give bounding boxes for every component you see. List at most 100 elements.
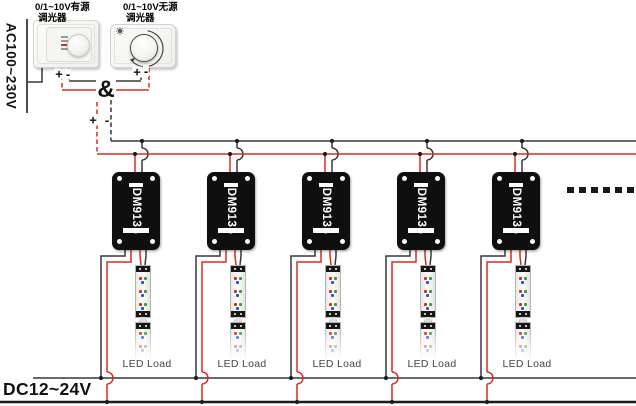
screw: [402, 176, 407, 181]
rgb-led: [424, 277, 432, 285]
led-load-label: LED Load: [312, 358, 362, 370]
module-positive-wires: [106, 154, 522, 402]
dial-scale-graphics: [116, 27, 164, 68]
screw: [530, 239, 535, 244]
rgb-led: [329, 277, 337, 285]
screw: [435, 239, 440, 244]
strip-connector: [231, 311, 245, 317]
screw: [307, 176, 312, 181]
strip-connector: [136, 266, 150, 272]
led-strip-segment: [230, 265, 246, 318]
passive-dimmer-faceplate: [114, 28, 172, 64]
screw: [245, 176, 250, 181]
led-strip-segment-fading: [135, 322, 151, 362]
strip-connector: [136, 311, 150, 317]
passive-dimmer-minus: -: [142, 63, 150, 79]
led-strip-segment: [135, 265, 151, 318]
rgb-led: [519, 277, 527, 285]
driver-module: DM9135: [112, 172, 160, 250]
led-load-label: LED Load: [122, 358, 172, 370]
scale-tick: [61, 48, 68, 50]
scale-tick: [61, 36, 68, 38]
module-top-bar: [319, 183, 333, 187]
strip-connector: [231, 266, 245, 272]
led-strip-segment-fading: [325, 322, 341, 362]
ac-voltage-label: AC100~230V: [3, 22, 19, 110]
passive-dimmer-plus: +: [132, 64, 142, 80]
screw: [150, 176, 155, 181]
screw: [212, 176, 217, 181]
strip-connector: [326, 311, 340, 317]
passive-dimmer-title-line1: 0/1~10V无源: [123, 2, 178, 13]
passive-dimmer-title: 0/1~10V无源 调光器: [123, 2, 178, 24]
rgb-led: [139, 303, 147, 311]
dimmer-knob: [130, 34, 158, 62]
parallel-join-symbol: &: [97, 76, 115, 103]
driver-module: DM9135: [492, 172, 540, 250]
strip-connector: [326, 323, 340, 329]
continuation-ellipsis: [567, 187, 634, 193]
screw: [340, 239, 345, 244]
module-top-bar: [509, 183, 523, 187]
strip-connector: [421, 266, 435, 272]
rgb-led: [329, 345, 337, 353]
rgb-led: [519, 345, 527, 353]
module-bottom-bar: [408, 228, 434, 233]
rgb-led: [424, 345, 432, 353]
screw: [530, 176, 535, 181]
rgb-led: [234, 277, 242, 285]
rgb-led: [424, 303, 432, 311]
rotation-arrow: [130, 57, 135, 63]
rgb-led: [139, 277, 147, 285]
strip-connector: [326, 266, 340, 272]
sun-icon: [116, 27, 124, 35]
rgb-led: [139, 332, 147, 340]
strip-connector: [136, 323, 150, 329]
scale-tick-red: [61, 44, 68, 46]
dc-voltage-label: DC12~24V: [3, 379, 92, 399]
passive-dimmer: [110, 24, 176, 68]
screw: [402, 239, 407, 244]
rgb-led: [234, 332, 242, 340]
active-dimmer-title-line1: 0/1~10V有源: [35, 2, 90, 13]
passive-dimmer-title-line2: 调光器: [126, 13, 155, 24]
module-bottom-bar: [313, 228, 339, 233]
active-dimmer-ac-tap: [27, 66, 43, 83]
led-strip-segment-fading: [230, 322, 246, 362]
module-top-bar: [414, 183, 428, 187]
active-dimmer-faceplate: [37, 24, 95, 64]
screw: [307, 239, 312, 244]
screw: [435, 176, 440, 181]
screw: [117, 239, 122, 244]
rgb-led: [234, 345, 242, 353]
module-top-bar: [129, 183, 143, 187]
module-bottom-bar: [123, 228, 149, 233]
rgb-led: [519, 332, 527, 340]
strip-connector: [421, 323, 435, 329]
strip-connector: [516, 323, 530, 329]
rgb-led: [519, 290, 527, 298]
rgb-led: [424, 332, 432, 340]
rgb-led: [139, 290, 147, 298]
rgb-led: [234, 290, 242, 298]
rotation-arc: [130, 30, 164, 68]
module-top-bar: [224, 183, 238, 187]
rgb-led: [139, 345, 147, 353]
strip-connector: [231, 323, 245, 329]
led-strip-segment-fading: [420, 322, 436, 362]
driver-module: DM9135: [207, 172, 255, 250]
screw: [497, 239, 502, 244]
rgb-led: [329, 303, 337, 311]
rgb-led: [329, 290, 337, 298]
led-load-label: LED Load: [407, 358, 457, 370]
strip-connector: [516, 311, 530, 317]
active-dimmer-title: 0/1~10V有源 调光器: [35, 2, 90, 24]
active-dimmer: [33, 20, 99, 68]
signal-minus-label: -: [103, 112, 111, 128]
led-load-label: LED Load: [217, 358, 267, 370]
led-strip-segment: [325, 265, 341, 318]
active-dimmer-title-line2: 调光器: [38, 13, 67, 24]
strip-connector: [421, 311, 435, 317]
